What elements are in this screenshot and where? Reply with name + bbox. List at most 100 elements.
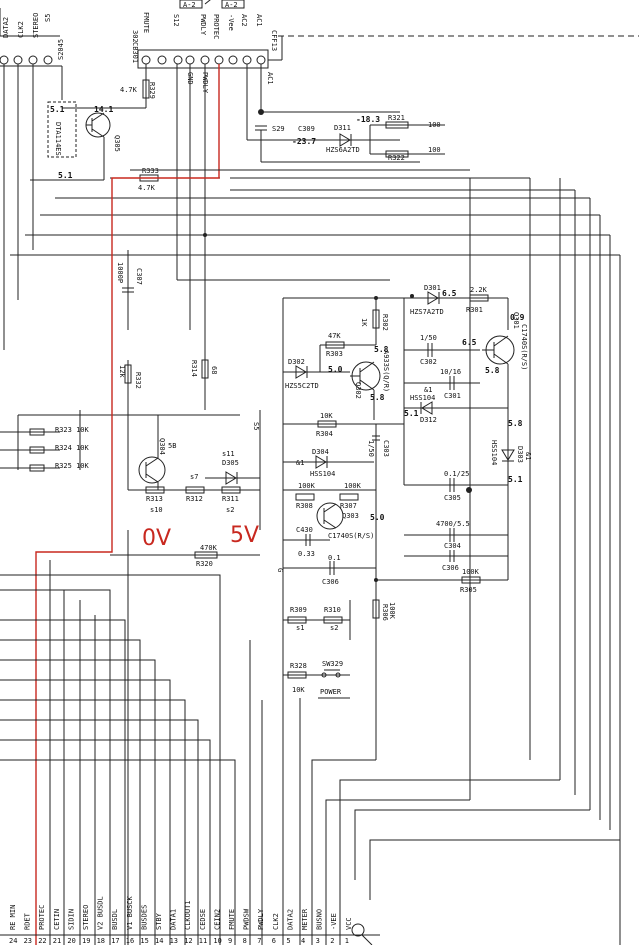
q301-label: Q301 [512,312,520,329]
bottom-pin-4: 4 [301,937,305,945]
r305-value: 100K [462,568,480,576]
d301-v: 6.5 [442,289,457,298]
r322-value: 100 [428,146,441,154]
v141: 14.1 [94,105,113,114]
bottom-signal-12: CLKOUT1 [184,900,192,930]
ic-label: CFF13 [270,30,278,51]
v50-d302: 5.0 [328,365,343,374]
c306-label: C306 [322,578,339,586]
r306-label: R306 [381,604,389,621]
bottom-pin-10: 10 [213,937,221,945]
r308-value: 100K [298,482,316,490]
c430-label: C430 [296,526,313,534]
c301-value: 10/16 [440,368,461,376]
r302-label: R302 [381,314,389,331]
c302-value: 1/50 [420,334,437,342]
bottom-signal-11: DATA1 [170,909,178,930]
v51-b: 5.1 [58,171,73,180]
q301-v: 0.9 [510,313,525,322]
bottom-pin-20: 20 [67,937,75,945]
bottom-pin-13: 13 [170,937,178,945]
v51-d312: 5.1 [404,409,419,418]
d311-label: D311 [334,124,351,132]
bottom-signal-14: CEIN2 [213,909,221,930]
cb301-side: 302 [131,30,139,43]
bottom-signal-21: BUSNO [316,909,324,930]
r303-label: R303 [326,350,343,358]
bottom-signal-8: V1 BUSCK [126,895,134,930]
bottom-signal-7: BUSDL [111,909,119,930]
r314-label: R314 [190,360,198,377]
bottom-signal-5: STEREO [82,905,90,930]
bottom-signal-6: V2 BUSDL [97,896,105,930]
r321-label: R321 [388,114,405,122]
r310-v: s2 [330,624,338,632]
d312-label: D312 [420,416,437,424]
r309-v: s1 [296,624,304,632]
v65-q301: 6.5 [462,338,477,347]
cb301-pin-ac2: AC2 [240,14,248,27]
v58-q302b: 5.8 [370,393,385,402]
r324-label: R324 10K [55,444,90,452]
cb301-pin-fmute: FMUTE [142,12,150,33]
bottom-pin-12: 12 [184,937,192,945]
bottom-signal-19: DATA2 [286,909,294,930]
d302-part: HZS5C2TD [285,382,319,390]
q302-label: Q302 [354,382,362,399]
v51-a: 5.1 [50,105,65,114]
c301-label: C301 [444,392,461,400]
v50-q303: 5.0 [370,513,385,522]
bottom-pin-11: 11 [199,937,207,945]
bottom-signal-2: PROTEC [38,905,46,930]
bottom-signal-18: CLK2 [272,913,280,930]
bottom-pin-19: 19 [82,937,90,945]
cb301-pin-s12: S12 [172,14,180,27]
bottom-signal-22: -VEE [330,913,338,930]
bottom-pin-5: 5 [286,937,290,945]
cb301-pin-protec: PROTEC [212,14,220,39]
c309-label: C309 [298,125,315,133]
bottom-pin-14: 14 [155,937,163,945]
cb301-pin-vee: -Vee [227,14,235,31]
r332-label: R332 [134,372,142,389]
q304-label: Q304 [158,438,166,455]
bottom-signal-15: FMUTE [228,909,236,930]
r309-label: R309 [290,606,307,614]
v58-q301: 5.8 [485,366,500,375]
s5-label: S5 [252,422,260,430]
bottom-signal-23: VCC [345,917,353,930]
cb301-ref: CB301 [131,42,139,63]
d304-label: D304 [312,448,329,456]
bottom-pin-15: 15 [140,937,148,945]
box-a2-1: A-2 [183,1,196,9]
bottom-signal-20: METER [301,908,309,930]
r312-v: s7 [190,473,198,481]
r301-label: R301 [466,306,483,314]
bottom-signal-0: RE MIN [9,905,17,930]
cb301-pin-pwdly: PWDLY [199,14,207,36]
v51-d303: 5.1 [508,475,523,484]
bottom-pin-6: 6 [272,937,276,945]
r320-label: R320 [196,560,213,568]
r325-label: R325 10K [55,462,90,470]
d305-label: D305 [222,459,239,467]
r306-value: 100K [388,602,396,620]
r332-value: 12k [118,365,126,378]
r314-value: 68 [210,366,218,374]
r323-label: R323 10K [55,426,90,434]
q303-label: Q303 [342,512,359,520]
d303-part: HSS104 [490,440,498,465]
bottom-pin-9: 9 [228,937,232,945]
v58-d303: 5.8 [508,419,523,428]
q305-part: DTA114ES [54,122,62,156]
r320-value: 470K [200,544,218,552]
d303-label: D303 [516,446,524,463]
c305-label: C305 [444,494,461,502]
label-s2045: S2045 [57,39,65,60]
c303-label: C303 [382,440,390,457]
v58-q302a: 5.8 [374,345,389,354]
measurement-0v: 0V [142,526,171,551]
c305-value: 0.1/25 [444,470,469,478]
